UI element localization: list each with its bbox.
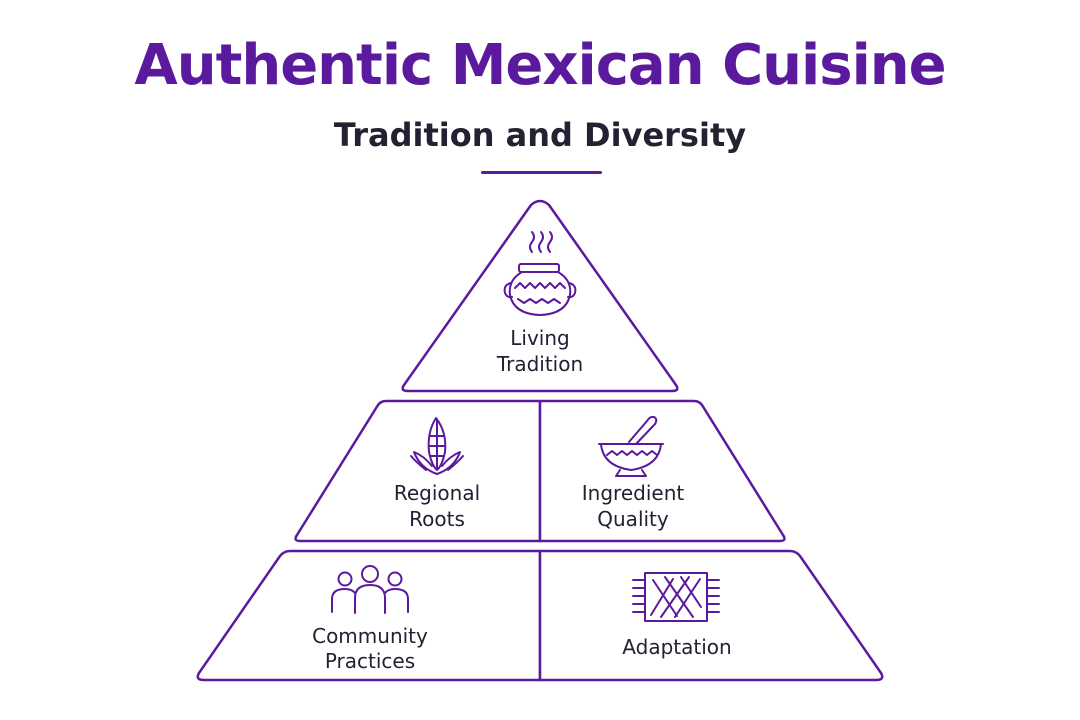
pyramid-tier-bottom-right: Adaptation	[538, 549, 884, 682]
tier-middle-right-label-line1: Ingredient	[582, 481, 685, 505]
corn-icon	[410, 417, 464, 475]
page-title: Authentic Mexican Cuisine	[134, 33, 946, 98]
tier-bottom-left-shape	[196, 549, 542, 682]
tier-middle-right-shape	[538, 399, 786, 543]
tier-bottom-right-shape	[538, 549, 884, 682]
tier-top-shape	[401, 199, 679, 393]
tier-top-label-line2: Tradition	[496, 352, 583, 376]
tier-bottom-left-label-line2: Practices	[325, 649, 415, 673]
tier-bottom-left-label-line1: Community	[312, 624, 428, 648]
woven-textile-icon	[632, 572, 720, 622]
page-subtitle: Tradition and Diversity	[333, 116, 747, 154]
people-group-icon	[331, 565, 409, 614]
tier-top-label-line1: Living	[510, 326, 569, 350]
pyramid-tier-middle-right: Ingredient Quality	[538, 399, 786, 543]
tier-middle-right-label-line2: Quality	[597, 507, 669, 531]
tier-middle-left-label-line1: Regional	[394, 481, 480, 505]
tier-middle-left-label-line2: Roots	[409, 507, 465, 531]
pyramid-tier-bottom-left: Community Practices	[196, 549, 542, 682]
pyramid-tier-middle-left: Regional Roots	[294, 399, 542, 543]
tier-middle-left-shape	[294, 399, 542, 543]
title-divider	[481, 171, 602, 174]
pyramid-tier-top: Living Tradition	[401, 199, 679, 393]
mortar-pestle-icon	[598, 415, 664, 477]
tier-bottom-right-label: Adaptation	[622, 635, 731, 659]
clay-pot-icon	[503, 231, 577, 316]
